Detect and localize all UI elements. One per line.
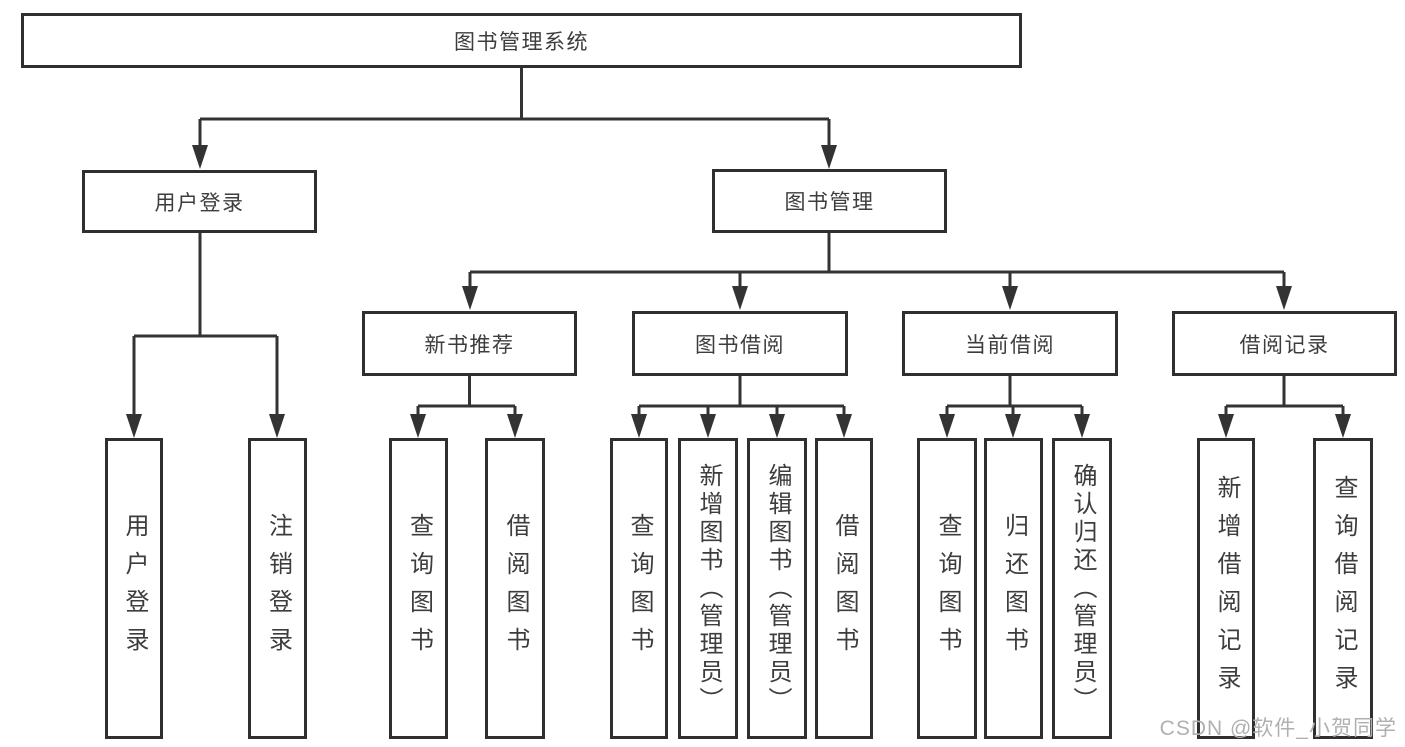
node-bb-query-label: 查询图书 xyxy=(626,512,653,665)
node-borrow-record: 借阅记录 xyxy=(1172,311,1397,376)
node-borrow-record-label: 借阅记录 xyxy=(1239,333,1330,357)
node-new-book-rec: 新书推荐 xyxy=(362,311,577,376)
connector-book-mgmt-children xyxy=(462,233,1292,310)
node-root-label: 图书管理系统 xyxy=(454,30,589,54)
connector-borrow-record-children xyxy=(1218,376,1351,438)
node-rec-borrow: 借阅图书 xyxy=(485,438,545,739)
node-bb-borrow: 借阅图书 xyxy=(815,438,873,739)
node-book-borrow: 图书借阅 xyxy=(632,311,848,376)
node-rec-query-label: 查询图书 xyxy=(405,512,433,665)
node-cb-query: 查询图书 xyxy=(917,438,977,739)
node-user-login: 用户登录 xyxy=(82,170,317,233)
node-rec-borrow-label: 借阅图书 xyxy=(502,512,529,665)
node-cb-return-label: 归还图书 xyxy=(1000,512,1028,665)
node-login: 用户登录 xyxy=(105,438,163,739)
node-br-add-label: 新增借阅记录 xyxy=(1213,474,1240,703)
node-bb-add-label: 新增图书（管理员） xyxy=(695,462,722,715)
node-book-mgmt: 图书管理 xyxy=(712,169,947,233)
node-cb-query-label: 查询图书 xyxy=(934,512,961,665)
connector-current-borrow-children xyxy=(939,376,1090,438)
node-logout-label: 注销登录 xyxy=(264,512,292,665)
node-rec-query: 查询图书 xyxy=(389,438,448,739)
connector-new-book-rec-children xyxy=(410,376,523,438)
node-root: 图书管理系统 xyxy=(21,13,1022,68)
node-br-query-label: 查询借阅记录 xyxy=(1330,474,1357,703)
node-br-query: 查询借阅记录 xyxy=(1313,438,1373,739)
node-bb-query: 查询图书 xyxy=(610,438,668,739)
node-bb-add: 新增图书（管理员） xyxy=(678,438,738,739)
node-bb-edit-label: 编辑图书（管理员） xyxy=(764,462,791,715)
node-user-login-label: 用户登录 xyxy=(154,191,245,215)
node-current-borrow: 当前借阅 xyxy=(902,311,1118,376)
node-cb-return: 归还图书 xyxy=(984,438,1043,739)
node-cb-confirm-label: 确认归还（管理员） xyxy=(1069,462,1096,715)
node-login-label: 用户登录 xyxy=(121,512,148,665)
node-book-borrow-label: 图书借阅 xyxy=(695,333,785,357)
connector-root-children xyxy=(192,68,837,169)
node-current-borrow-label: 当前借阅 xyxy=(965,333,1055,357)
node-book-mgmt-label: 图书管理 xyxy=(784,191,875,214)
watermark: CSDN @软件_小贺同学 xyxy=(1159,717,1397,740)
node-new-book-rec-label: 新书推荐 xyxy=(424,333,515,357)
node-br-add: 新增借阅记录 xyxy=(1197,438,1255,739)
connector-book-borrow-children xyxy=(631,376,852,438)
node-cb-confirm: 确认归还（管理员） xyxy=(1052,438,1112,739)
node-bb-edit: 编辑图书（管理员） xyxy=(747,438,807,739)
connector-user-login-children xyxy=(126,233,285,438)
node-logout: 注销登录 xyxy=(248,438,307,739)
node-bb-borrow-label: 借阅图书 xyxy=(831,512,858,665)
